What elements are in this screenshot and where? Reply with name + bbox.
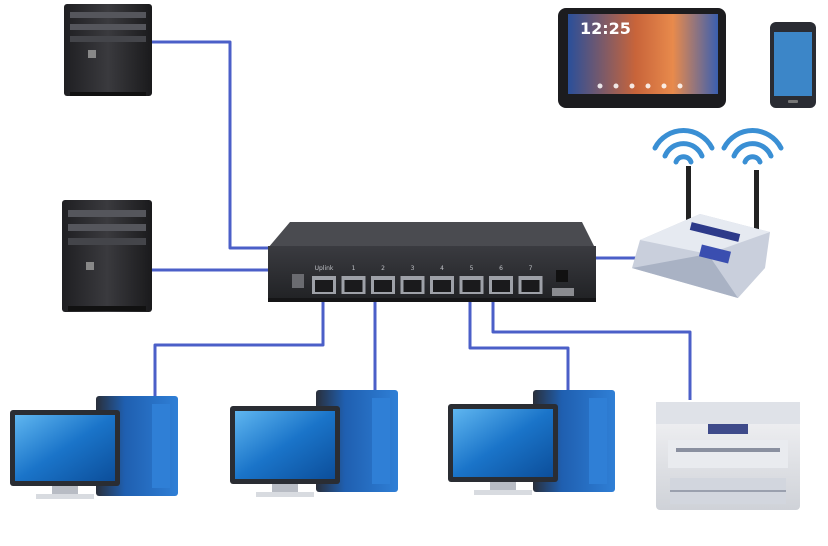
tablet-clock: 12:25: [580, 19, 631, 38]
server-tower-icon: [62, 200, 152, 312]
desktop-pc-icon: [10, 396, 178, 499]
server-tower-icon: [64, 4, 152, 96]
port-label: 3: [411, 265, 415, 272]
port-label: 1: [352, 265, 356, 272]
cable-printer: [491, 300, 692, 400]
port-label: Uplink: [315, 265, 334, 272]
ethernet-port: 3: [400, 265, 425, 294]
switch-ports: Uplink 1 2 3 4 5 6 7: [312, 265, 543, 294]
smartphone-icon: [770, 22, 816, 108]
ethernet-port: 5: [459, 265, 484, 294]
ethernet-port: 1: [341, 265, 366, 294]
ethernet-port: 6: [489, 265, 513, 294]
desktop-pc-icon: [448, 390, 615, 495]
wifi-signal-icon: [652, 128, 715, 165]
ethernet-port: 7: [518, 265, 543, 294]
ethernet-port: Uplink: [312, 265, 336, 294]
port-label: 6: [499, 265, 503, 272]
ethernet-cables: [150, 40, 692, 400]
port-label: 4: [440, 265, 444, 272]
port-label: 7: [529, 265, 533, 272]
port-label: 5: [470, 265, 474, 272]
multifunction-printer-icon: [656, 402, 800, 510]
desktop-pc-icon: [230, 390, 398, 497]
network-switch-icon: Uplink 1 2 3 4 5 6 7: [268, 222, 596, 302]
wireless-router-icon: [632, 166, 770, 298]
wifi-signal-icon: [721, 128, 784, 165]
cable-pc-1: [153, 300, 325, 398]
ethernet-port: 4: [430, 265, 454, 294]
cable-server-1: [150, 40, 290, 250]
ethernet-port: 2: [371, 265, 395, 294]
cable-pc-3: [468, 300, 570, 392]
tablet-icon: 12:25: [558, 8, 726, 108]
port-label: 2: [381, 265, 385, 272]
